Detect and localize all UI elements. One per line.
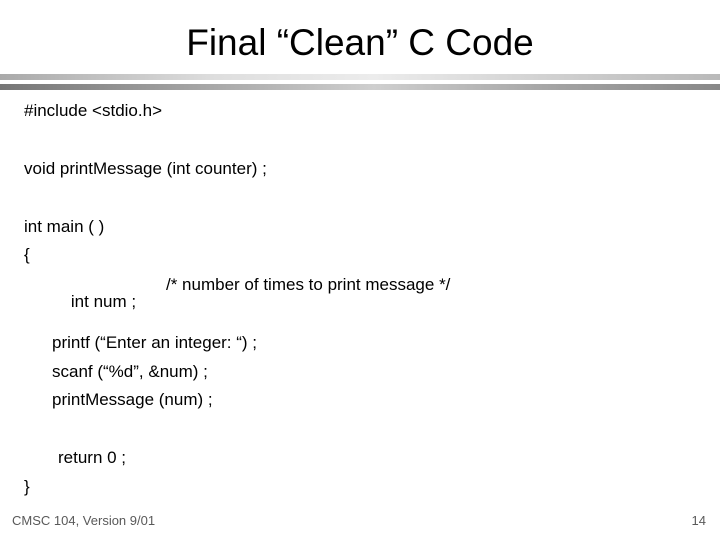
footer-page-number: 14	[691, 513, 706, 528]
code-line-main: int main ( )	[24, 217, 105, 236]
code-line-close-brace: }	[24, 477, 30, 496]
code-line-printf: printf (“Enter an integer: “) ;	[52, 333, 258, 352]
code-declaration-text: int num ;	[70, 292, 137, 311]
code-line-return: return 0 ;	[58, 448, 127, 467]
code-line-include: #include <stdio.h>	[24, 101, 162, 120]
code-line-prototype: void printMessage (int counter) ;	[24, 159, 267, 178]
divider-bar-light	[0, 74, 720, 80]
footer-course-label: CMSC 104, Version 9/01	[12, 513, 156, 528]
code-line-declaration: int num ; /* number of times to print me…	[52, 276, 451, 344]
code-line-scanf: scanf (“%d”, &num) ;	[52, 362, 208, 381]
code-comment: /* number of times to print message */	[166, 275, 451, 294]
divider-bar-dark	[0, 84, 720, 90]
code-line-open-brace: {	[24, 245, 30, 264]
code-line-call: printMessage (num) ;	[52, 390, 213, 409]
slide-title: Final “Clean” C Code	[186, 22, 534, 63]
